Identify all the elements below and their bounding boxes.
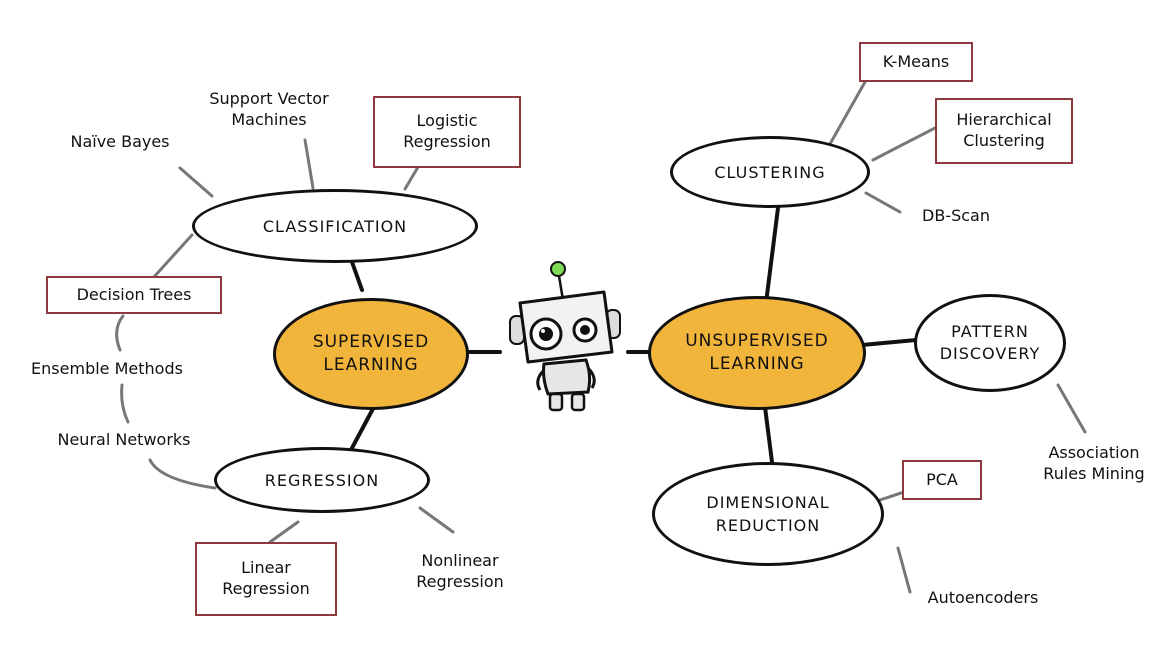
pattern-discovery-node: PATTERN DISCOVERY [914,294,1066,392]
neural-networks-label: Neural Networks [57,429,191,449]
supervised-learning-node: SUPERVISED LEARNING [273,298,469,410]
dbscan-label: DB-Scan [922,205,990,225]
autoencoders-label: Autoencoders [927,587,1039,607]
hierarchical-clustering-box: Hierarchical Clustering [935,98,1073,164]
connector-hierarchical [871,126,937,162]
connector-association [1056,383,1087,434]
connector-supervised-regression [350,403,377,450]
connector-unsupervised-pattern [860,338,918,347]
connector-dbscan [864,191,902,214]
clustering-node: CLUSTERING [670,136,870,208]
ensemble-methods-label: Ensemble Methods [31,358,183,378]
connector-unsupervised-clustering [764,206,780,305]
association-rules-label: Association Rules Mining [1043,443,1145,483]
dimensional-reduction-node: DIMENSIONAL REDUCTION [652,462,884,566]
connector-kmeans [828,80,867,146]
connector-naive-bayes [178,166,214,198]
connector-classification-decision [151,233,194,280]
connector-neural-regression [148,458,217,490]
connector-ensemble-neural [120,383,130,424]
pca-box: PCA [902,460,982,500]
linear-regression-box: Linear Regression [195,542,337,616]
logistic-regression-box: Logistic Regression [373,96,521,168]
unsupervised-learning-node: UNSUPERVISED LEARNING [648,296,866,410]
decision-trees-box: Decision Trees [46,276,222,314]
connector-linear [268,520,300,544]
nonlinear-regression-label: Nonlinear Regression [416,551,504,591]
connector-autoencoders [896,546,912,594]
kmeans-box: K-Means [859,42,973,82]
connector-logistic [403,165,420,191]
connector-unsupervised-dimensional [763,405,774,464]
naive-bayes-label: Naïve Bayes [70,131,170,151]
antenna-light-icon [550,261,566,277]
connector-decision-ensemble [115,314,125,352]
svm-label: Support Vector Machines [209,89,329,129]
connector-supervised-classification [350,260,364,292]
connector-svm [303,138,315,190]
robot-icon [509,261,621,412]
connector-nonlinear [418,506,455,534]
classification-node: CLASSIFICATION [192,189,478,263]
regression-node: REGRESSION [214,447,430,513]
